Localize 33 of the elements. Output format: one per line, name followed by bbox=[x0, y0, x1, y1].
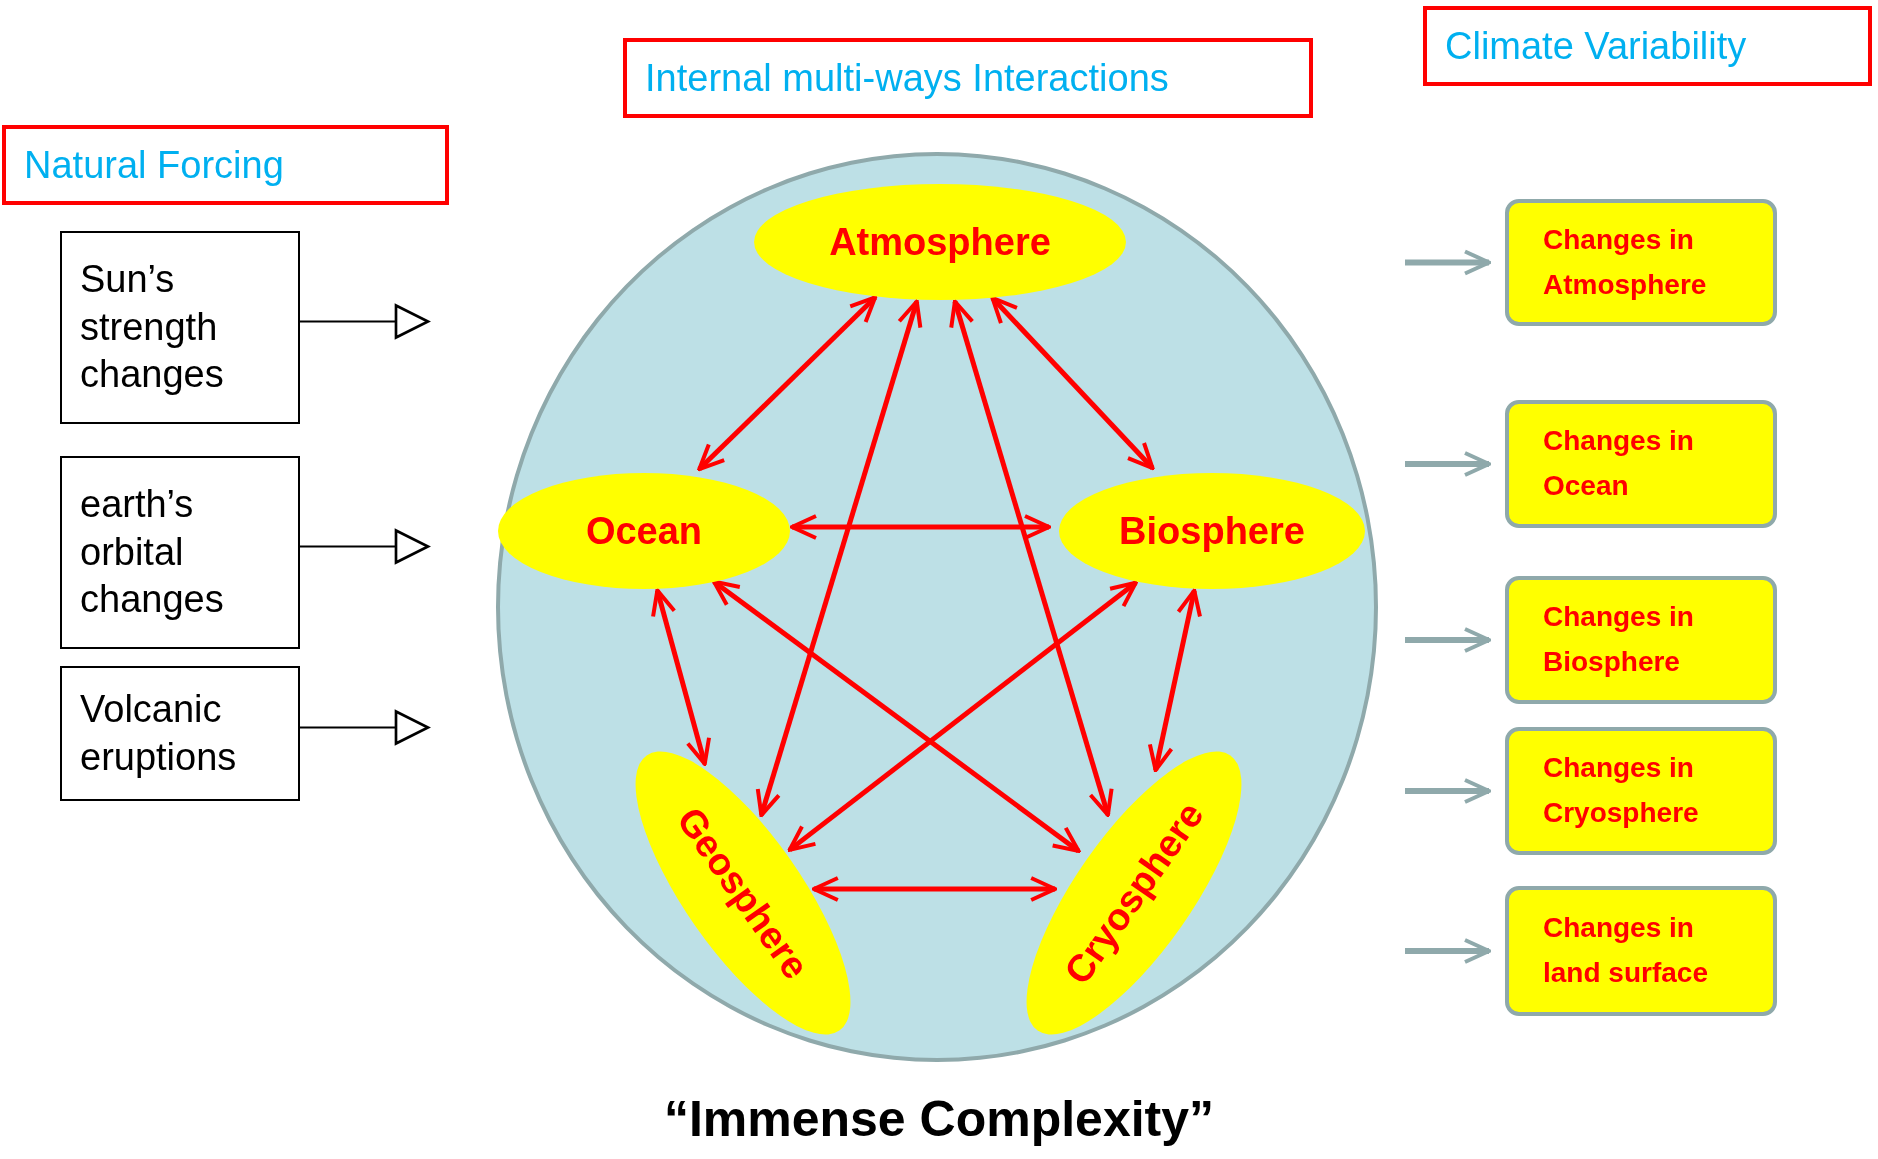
double-arrow bbox=[990, 296, 1155, 470]
arrow bbox=[1405, 627, 1491, 653]
outcome-box: Changes in Ocean bbox=[1505, 400, 1777, 528]
forcing-box: Volcanic eruptions bbox=[60, 666, 300, 801]
outcome-box: Changes in Atmosphere bbox=[1505, 199, 1777, 326]
outcome-box: Changes in land surface bbox=[1505, 886, 1777, 1016]
double-arrow bbox=[811, 876, 1058, 902]
arrow bbox=[1405, 938, 1491, 964]
section-heading: Internal multi-ways Interactions bbox=[623, 38, 1313, 118]
forcing-box: earth’s orbital changes bbox=[60, 456, 300, 649]
component-ellipse: Ocean bbox=[498, 473, 790, 589]
arrow bbox=[1405, 451, 1491, 477]
double-arrow bbox=[697, 295, 878, 472]
double-arrow bbox=[711, 579, 1081, 853]
section-heading: Climate Variability bbox=[1423, 6, 1872, 86]
arrow bbox=[1405, 249, 1491, 276]
double-arrow bbox=[790, 514, 1051, 540]
caption: “Immense Complexity” bbox=[663, 1091, 1215, 1147]
double-arrow bbox=[949, 299, 1114, 817]
arrow bbox=[1405, 778, 1491, 804]
double-arrow bbox=[651, 588, 712, 766]
outcome-box: Changes in Cryosphere bbox=[1505, 727, 1777, 855]
double-arrow bbox=[755, 299, 923, 818]
section-heading: Natural Forcing bbox=[2, 125, 449, 205]
forcing-box: Sun’s strength changes bbox=[60, 231, 300, 424]
component-ellipse: Atmosphere bbox=[754, 184, 1126, 300]
hollow-arrow bbox=[299, 529, 430, 564]
double-arrow bbox=[1147, 588, 1202, 773]
outcome-box: Changes in Biosphere bbox=[1505, 576, 1777, 704]
component-ellipse: Biosphere bbox=[1059, 473, 1365, 589]
hollow-arrow bbox=[299, 710, 430, 745]
double-arrow bbox=[787, 580, 1138, 852]
hollow-arrow bbox=[299, 304, 430, 339]
